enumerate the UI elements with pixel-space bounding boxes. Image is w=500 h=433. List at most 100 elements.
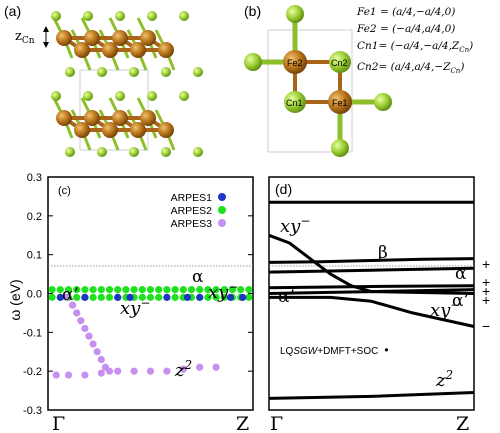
cn2-atom: [329, 51, 351, 73]
fe-atom: [140, 110, 156, 126]
data-point-arpes3: [73, 309, 81, 317]
data-point-arpes3: [62, 293, 71, 301]
y-axis-label: ω (eV): [7, 279, 23, 320]
fe1-atom: [328, 90, 352, 114]
fe1-label: Fe1: [332, 98, 348, 108]
band-line: [268, 233, 475, 295]
cn-atom: [83, 11, 93, 21]
layer-bottom: [51, 91, 203, 157]
data-point-arpes2: [114, 286, 122, 294]
data-point-arpes2: [138, 293, 146, 301]
fe-atom: [140, 30, 156, 46]
data-point-arpes1: [239, 293, 247, 301]
side-label-5: −: [482, 318, 490, 334]
data-point-arpes2: [56, 286, 64, 294]
data-point-arpes2: [105, 286, 114, 294]
equation-fe1: Fe1 = (a/4,−a/4,0): [357, 6, 456, 18]
data-point-arpes3: [114, 367, 122, 375]
label-xy-d-2: xy−: [430, 298, 460, 321]
y-tick-label: 0.0: [27, 289, 42, 301]
data-point-arpes3: [85, 332, 93, 340]
fe-atom: [158, 122, 174, 138]
data-point-arpes1: [56, 293, 64, 301]
data-point-arpes3: [69, 301, 77, 309]
cn2-label: Cn2: [331, 58, 348, 68]
data-point-arpes2: [204, 286, 212, 294]
legend-marker-arpes1: [218, 193, 226, 201]
data-point-arpes2: [212, 286, 220, 294]
method-label: LQSGW+DMFT+SOC•: [280, 343, 389, 357]
data-point-arpes2: [130, 286, 138, 294]
data-point-arpes2: [187, 286, 196, 294]
data-point-arpes2: [212, 293, 220, 301]
data-point-arpes2: [171, 286, 179, 294]
data-point-arpes3: [212, 363, 220, 371]
cn-atom: [286, 5, 304, 23]
data-point-arpes2: [155, 293, 163, 301]
cn-atom: [129, 67, 139, 77]
panel-label-c: (c): [58, 185, 71, 197]
cn-atom: [51, 91, 61, 101]
fe-atom: [74, 42, 90, 58]
fe-atom: [84, 30, 100, 46]
legend-marker-arpes3: [218, 219, 226, 227]
chart-d: (d) Γ Z xy− β α α’ α’ xy− z2 LQSGW+DMFT+…: [268, 176, 490, 433]
label-z2-c: z2: [174, 358, 192, 381]
data-point-arpes2: [73, 293, 81, 301]
structure-a: zCn: [15, 11, 203, 157]
data-point-arpes1: [163, 293, 171, 301]
data-points-c: [48, 286, 253, 379]
data-point-arpes2: [48, 286, 56, 294]
data-point-arpes3: [163, 367, 171, 375]
equation-cn2: Cn2= (a/4,a/4,−ZCn): [357, 61, 465, 76]
fe2-atom: [283, 50, 307, 74]
data-point-arpes3: [146, 367, 155, 375]
cn-atom: [374, 93, 392, 111]
cn-atom: [161, 147, 171, 157]
data-point-arpes1: [114, 293, 122, 301]
data-point-arpes3: [130, 367, 138, 375]
cn-atom: [65, 67, 75, 77]
label-beta-d: β: [378, 243, 388, 263]
data-point-arpes3: [179, 365, 187, 373]
fe-atom: [56, 110, 72, 126]
data-point-arpes2: [220, 293, 228, 301]
cn-atom: [193, 147, 203, 157]
data-point-arpes2: [122, 286, 130, 294]
x-tick-z-d: Z: [456, 413, 469, 433]
cn-atom: [193, 67, 203, 77]
legend-arpes1: ARPES1: [171, 192, 213, 204]
y-tick-label: 0.1: [27, 250, 42, 262]
data-point-arpes2: [138, 286, 146, 294]
data-point-arpes2: [163, 286, 171, 294]
fe-atom: [130, 42, 146, 58]
fe-atom: [102, 42, 118, 58]
data-point-arpes2: [155, 286, 163, 294]
data-point-arpes2: [196, 286, 204, 294]
legend-c: ARPES1 ARPES2 ARPES3: [171, 192, 226, 230]
side-label-2: +: [482, 274, 490, 290]
data-point-arpes1: [126, 293, 134, 301]
panel-label-b: (b): [244, 3, 262, 19]
data-point-arpes2: [146, 293, 155, 301]
data-point-arpes3: [81, 324, 89, 333]
fe-atom: [102, 122, 118, 138]
cn-atom: [65, 147, 75, 157]
data-point-arpes3: [97, 355, 105, 364]
fe-atom: [112, 30, 128, 46]
band-line: [268, 284, 475, 290]
data-point-arpes2: [105, 293, 114, 301]
cn-atom: [331, 139, 349, 157]
data-point-arpes2: [237, 286, 245, 294]
x-tick-gamma-c: Γ: [52, 413, 65, 433]
data-point-arpes2: [179, 286, 187, 294]
cn-atom: [179, 11, 189, 21]
data-point-arpes2: [146, 286, 155, 294]
label-alpha-prime-c: α’: [62, 285, 79, 305]
cn-atom: [115, 11, 125, 21]
label-alpha-c: α: [192, 267, 204, 287]
fe2-label: Fe2: [287, 58, 303, 68]
data-point-arpes3: [52, 371, 60, 379]
y-tick-label: -0.3: [23, 405, 42, 417]
band-line: [269, 295, 475, 328]
